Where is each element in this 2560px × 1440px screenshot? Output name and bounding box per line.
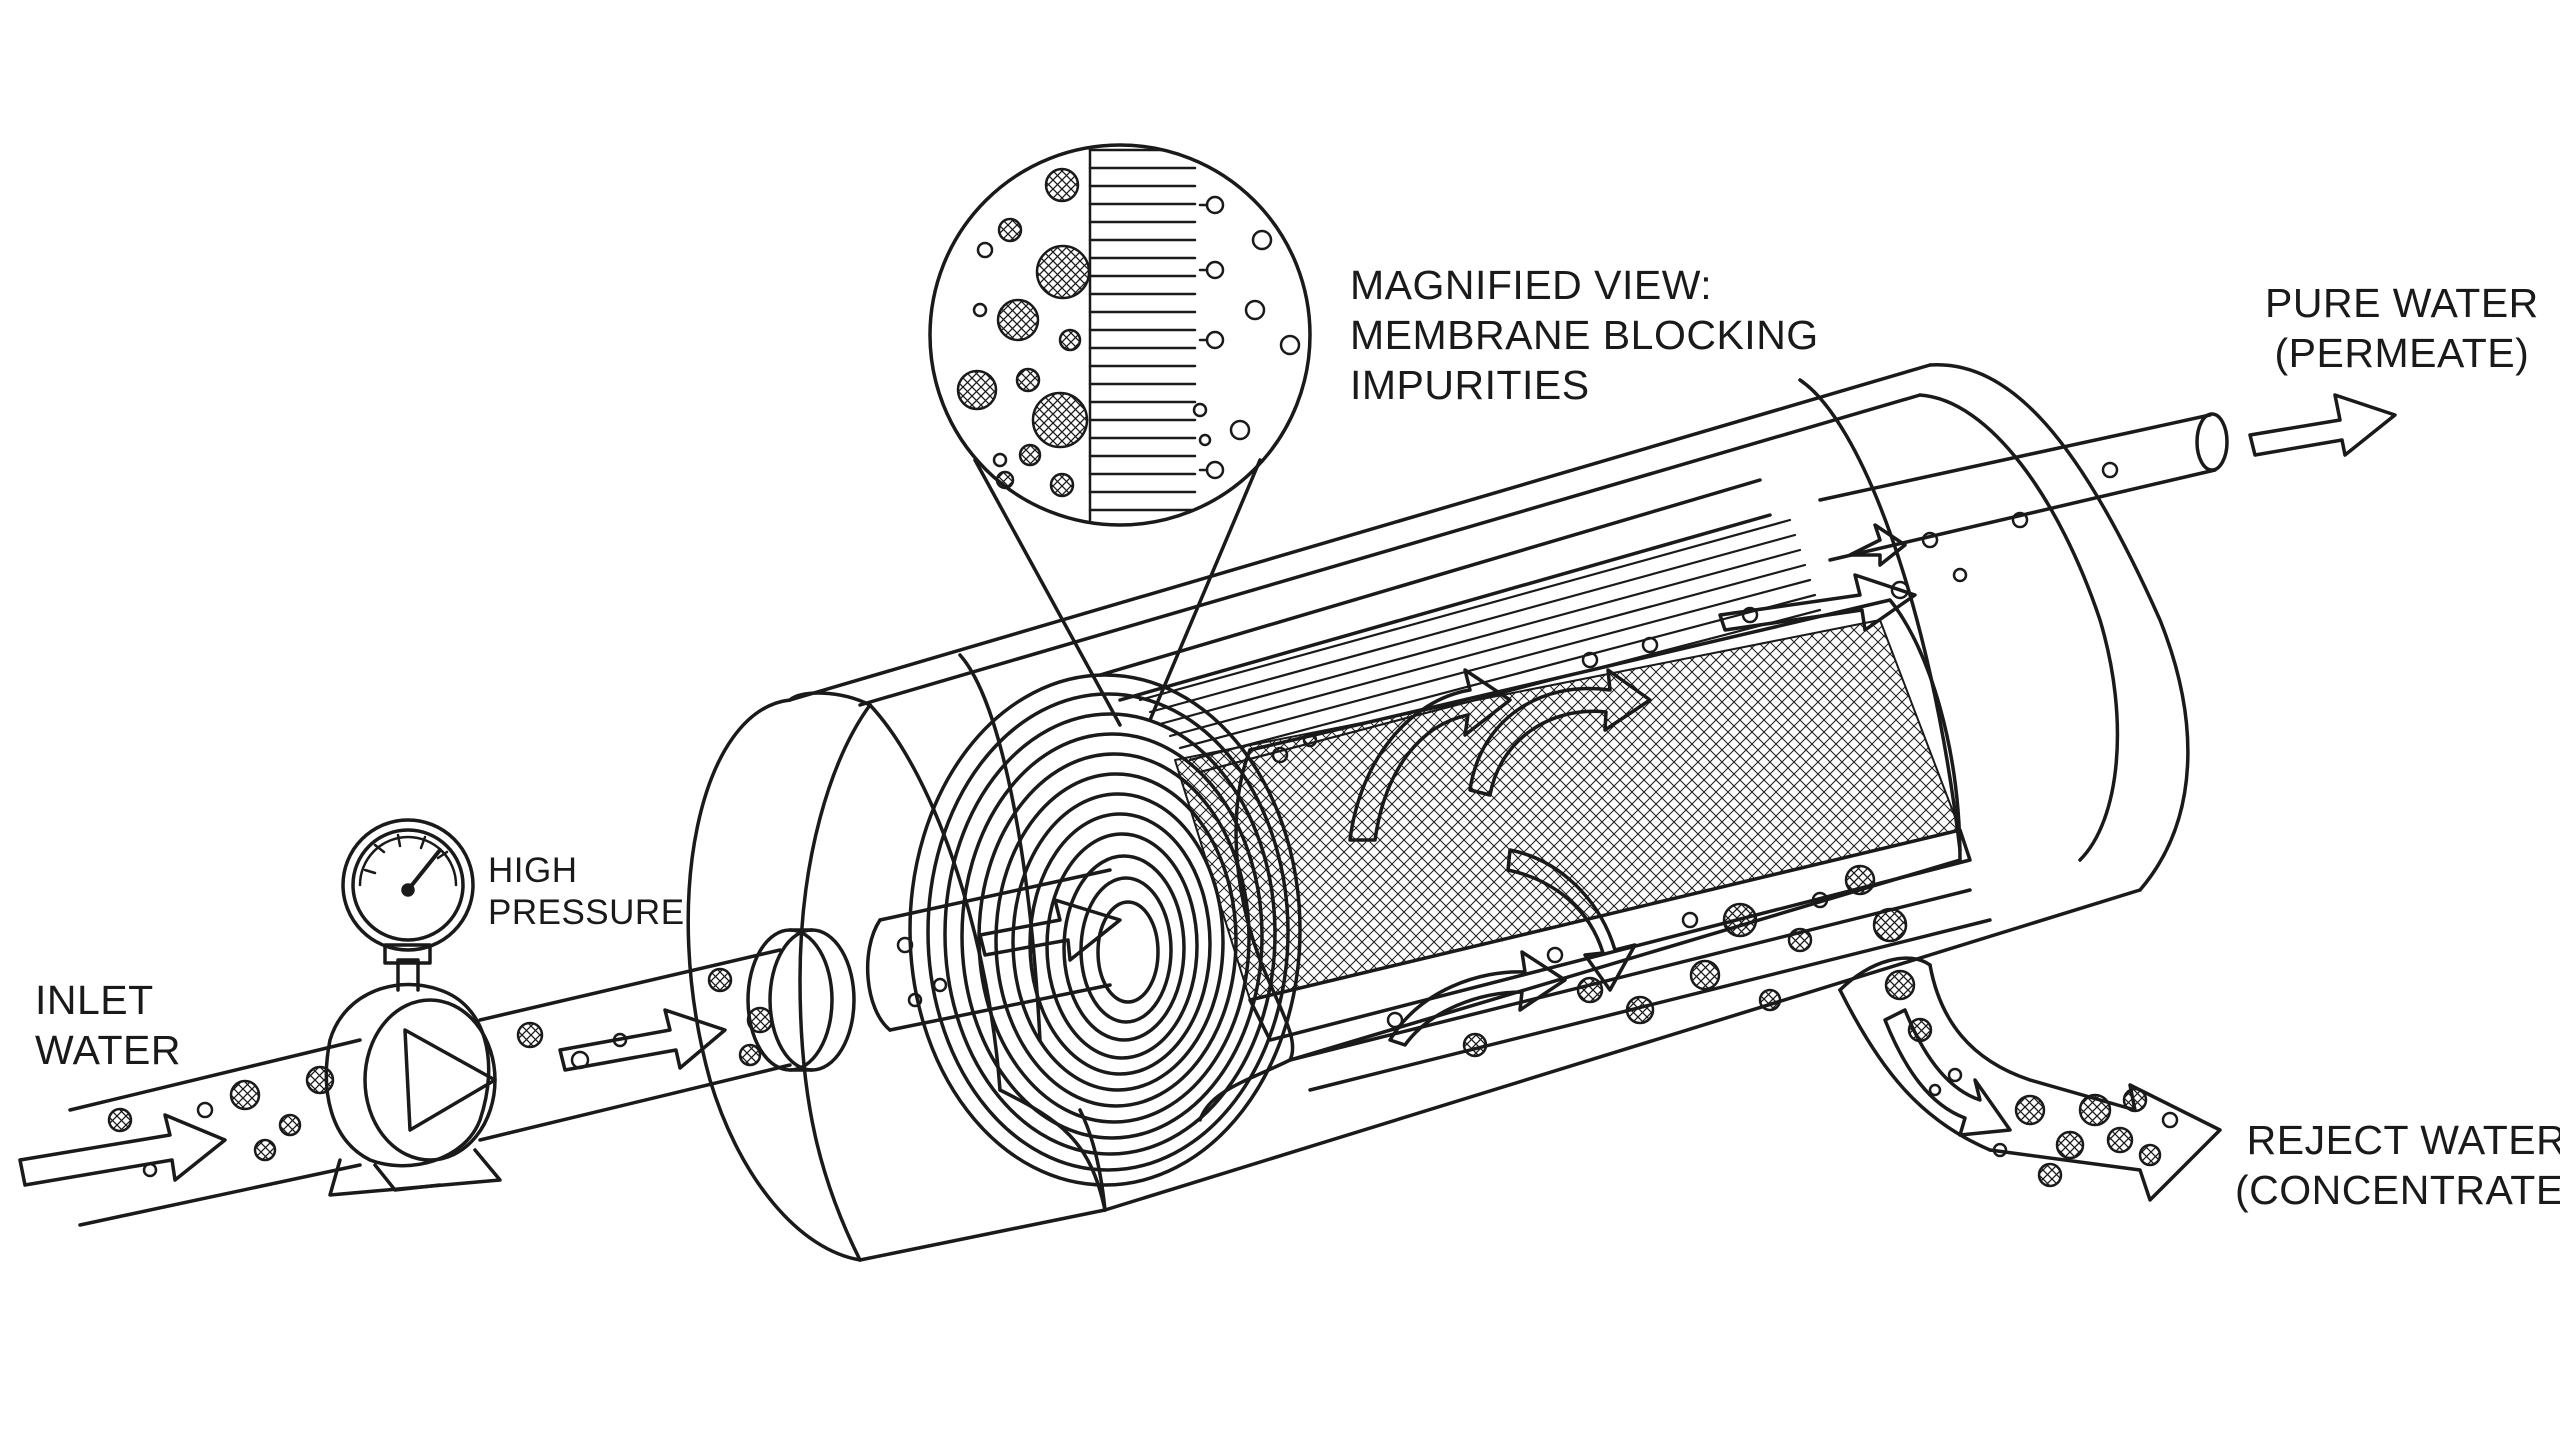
internal-flow-arrows bbox=[1348, 668, 1652, 1047]
inlet-line-1: INLET bbox=[35, 977, 154, 1023]
pure-line-2: (PERMEATE) bbox=[2274, 330, 2530, 376]
reject-line-2: (CONCENTRATE) bbox=[2235, 1167, 2560, 1213]
concentrate-inner-arrow bbox=[1883, 1008, 2012, 1137]
pressure-line-2: PRESSURE bbox=[488, 893, 685, 932]
membrane-vessel bbox=[686, 363, 2190, 1262]
membrane-layers bbox=[1138, 518, 1822, 774]
pressure-line-1: HIGH bbox=[488, 851, 578, 890]
permeate-inner-arrow bbox=[1718, 523, 1917, 632]
pure-water-arrow bbox=[2248, 393, 2397, 457]
magnified-line-3: IMPURITIES bbox=[1350, 362, 1590, 408]
inlet-flow-arrow bbox=[18, 1113, 227, 1187]
pure-line-1: PURE WATER bbox=[2265, 280, 2539, 326]
impurity-particles bbox=[107, 864, 2162, 1188]
permeate-tube bbox=[865, 412, 2229, 1032]
magnified-line-2: MEMBRANE BLOCKING bbox=[1350, 312, 1819, 358]
magnified-line-1: MAGNIFIED VIEW: bbox=[1350, 262, 1713, 308]
reject-line-1: REJECT WATER bbox=[2246, 1117, 2560, 1163]
reject-water-label: REJECT WATER (CONCENTRATE) bbox=[2235, 1115, 2560, 1215]
tube-flow-arrow bbox=[978, 898, 1122, 962]
magnified-view-label: MAGNIFIED VIEW: MEMBRANE BLOCKING IMPURI… bbox=[1350, 260, 1819, 410]
magnified-view bbox=[928, 143, 1312, 727]
high-pressure-label: HIGH PRESSURE bbox=[488, 850, 685, 934]
inlet-pipe bbox=[68, 928, 856, 1227]
pure-water-label: PURE WATER (PERMEATE) bbox=[2265, 278, 2539, 378]
inlet-water-label: INLET WATER bbox=[35, 975, 181, 1075]
pressure-gauge bbox=[341, 818, 475, 992]
inlet-line-2: WATER bbox=[35, 1027, 181, 1073]
water-particles bbox=[142, 461, 2179, 1178]
high-pressure-pump bbox=[324, 982, 502, 1197]
